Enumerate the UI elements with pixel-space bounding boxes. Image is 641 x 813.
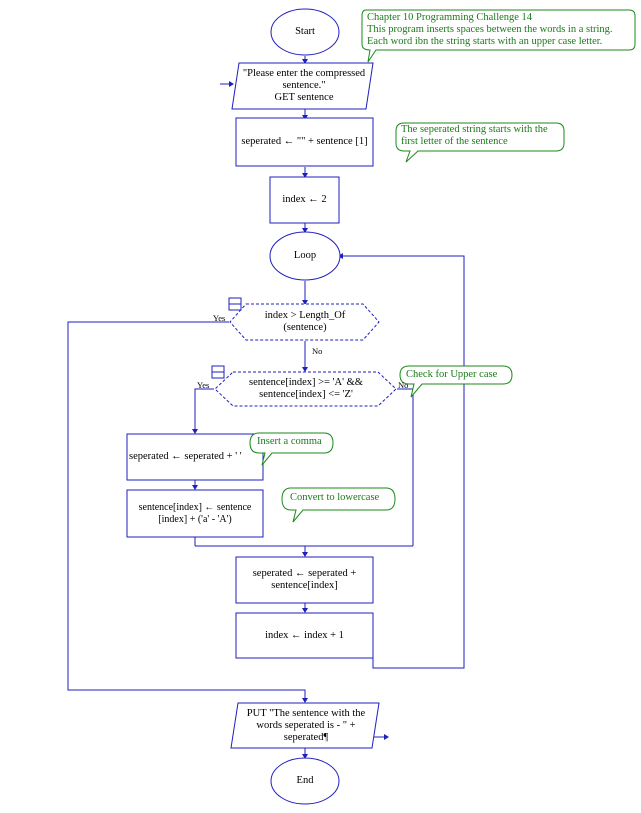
- lowercase-comment-text: Convert to lowercase: [290, 492, 380, 503]
- header-comment-line1: This program inserts spaces between the …: [367, 24, 613, 35]
- collapse-if-icon[interactable]: [211, 365, 225, 379]
- header-comment-line2: Each word ibn the string starts with an …: [367, 36, 603, 47]
- loop-condition-label: index > Length_Of (sentence): [264, 310, 346, 333]
- loop-label: Loop: [293, 250, 317, 261]
- end-terminal[interactable]: [270, 757, 340, 805]
- insert-comma-process[interactable]: [126, 433, 264, 481]
- end-label: End: [296, 775, 314, 786]
- insert-comma-comment-bubble: [249, 432, 334, 466]
- output-label: PUT "The sentence with the words seperat…: [246, 707, 366, 743]
- header-comment-bubble: [361, 9, 636, 63]
- init-index-process[interactable]: [269, 176, 340, 224]
- init-index-label: index ← 2: [282, 194, 327, 205]
- upper-condition-label: sentence[index] >= 'A' && sentence[index…: [249, 377, 363, 400]
- seperated-comment-text: The seperated string starts with the fir…: [401, 124, 548, 147]
- input-parallelogram[interactable]: [231, 62, 374, 110]
- input-label: "Please enter the compressed sentence." …: [242, 68, 366, 103]
- loop-no-label: No: [312, 346, 323, 356]
- loop-yes-label: Yes: [213, 313, 226, 323]
- insert-comma-label: seperated ← seperated + ' ': [129, 451, 242, 462]
- init-seperated-label: seperated ← "" + sentence [1]: [241, 136, 368, 147]
- header-comment-title: Chapter 10 Programming Challenge 14: [367, 12, 533, 23]
- upper-condition-decision[interactable]: [214, 371, 397, 407]
- init-seperated-process[interactable]: [235, 117, 374, 167]
- output-parallelogram[interactable]: [230, 702, 380, 749]
- lowercase-comment-bubble: [281, 487, 396, 523]
- start-label: Start: [295, 26, 315, 37]
- increment-label: index ← index + 1: [265, 629, 344, 641]
- append-char-label: seperated ← seperated + sentence[index]: [252, 568, 357, 591]
- upper-check-comment-text: Check for Upper case: [406, 369, 498, 380]
- seperated-comment-bubble: [395, 122, 565, 163]
- lowercase-process[interactable]: [126, 489, 264, 538]
- increment-process[interactable]: [235, 612, 374, 659]
- lowercase-label: sentence[index] ← sentence [index] + ('a…: [138, 501, 252, 525]
- loop-condition-decision[interactable]: [229, 303, 380, 341]
- append-char-process[interactable]: [235, 556, 374, 604]
- collapse-loop-icon[interactable]: [228, 297, 242, 311]
- start-terminal[interactable]: [270, 8, 340, 56]
- insert-comma-comment-text: Insert a comma: [257, 436, 322, 447]
- upper-check-comment-bubble: [399, 365, 513, 398]
- upper-no-label: No: [398, 380, 409, 390]
- upper-yes-label: Yes: [197, 380, 210, 390]
- loop-terminal[interactable]: [269, 231, 341, 281]
